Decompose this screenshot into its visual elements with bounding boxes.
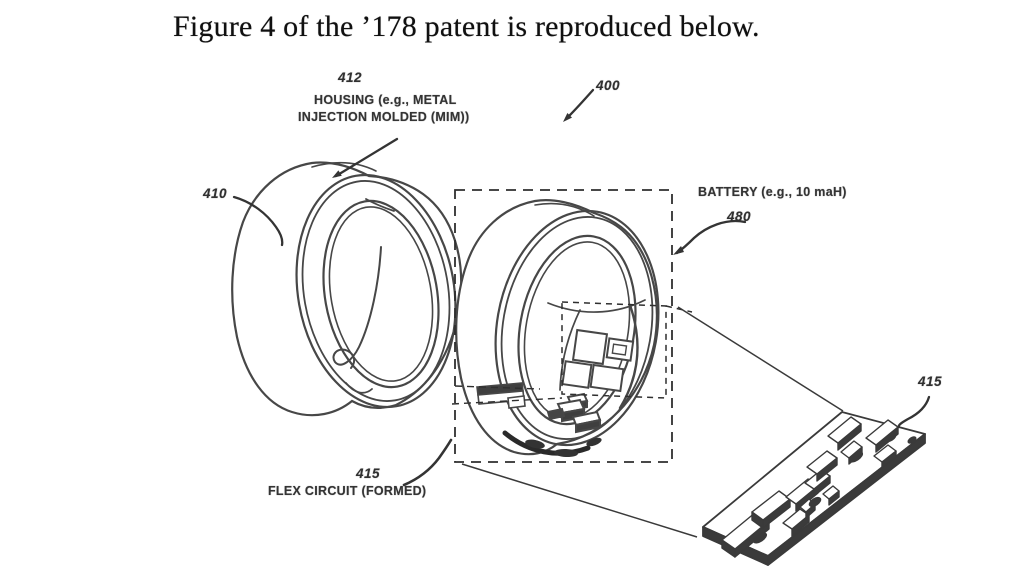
flex-circuit-board-drawing: [702, 411, 926, 566]
ref-412-label: 412: [338, 70, 363, 85]
ref-400-label: 400: [596, 78, 621, 93]
leader-412-housing-arrow: [332, 137, 399, 178]
projection-lines: [461, 306, 844, 538]
flex-circuit-label: FLEX CIRCUIT (FORMED): [268, 484, 427, 498]
battery-label: BATTERY (e.g., 10 maH): [698, 185, 847, 199]
ref-480-label: 480: [727, 209, 752, 224]
leader-415-flex-line: [402, 438, 453, 487]
ref-410-label: 410: [203, 186, 228, 201]
leader-480-arrow: [673, 219, 747, 255]
leader-410-line: [232, 195, 284, 247]
ref-415-board-label: 415: [918, 374, 943, 389]
housing-label-line2: INJECTION MOLDED (MIM)): [298, 110, 470, 124]
ref-415-flex-label: 415: [356, 466, 381, 481]
ring-flex-components: [546, 328, 635, 434]
dashed-callout-boxes: [451, 189, 693, 463]
figure-caption: Figure 4 of the ’178 patent is reproduce…: [173, 10, 760, 43]
housing-label-line1: HOUSING (e.g., METAL: [314, 93, 457, 107]
ring-assembly-drawing: [455, 199, 660, 458]
leader-400-arrow: [563, 88, 595, 122]
housing-ring-drawing: [231, 161, 463, 417]
leader-415-board-line: [897, 395, 931, 429]
battery-strip: [476, 382, 526, 409]
leader-lines: [232, 88, 931, 487]
